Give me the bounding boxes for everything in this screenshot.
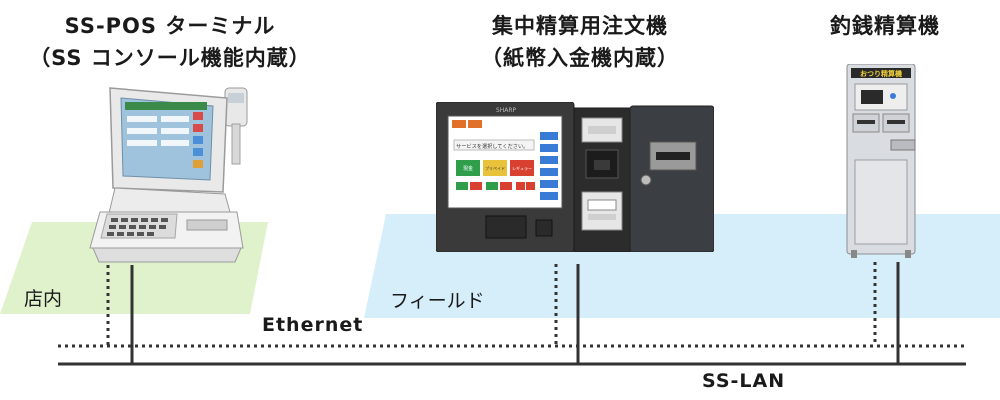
central-title-line2: （紙幣入金機内蔵） (481, 46, 679, 70)
field-zone-label: フィールド (390, 290, 485, 312)
pos-title-line1: SS-POS ターミナル (64, 14, 276, 38)
screen-btn-a: 現金 (463, 165, 473, 172)
brand-label: SHARP (496, 107, 517, 114)
ethernet-label: Ethernet (262, 314, 364, 336)
central-order-machine: SHARP サービスを選択してください。 現金 プリペイド レギュラー (436, 102, 714, 252)
change-machine: おつり精算機 (846, 64, 916, 258)
central-title: 集中精算用注文機 （紙幣入金機内蔵） (440, 10, 720, 74)
pos-terminal (89, 87, 248, 263)
screen-btn-c: レギュラー (512, 165, 532, 171)
pos-title: SS-POS ターミナル （SS コンソール機能内蔵） (20, 10, 320, 74)
store-zone-label: 店内 (24, 288, 63, 310)
pos-title-line2: （SS コンソール機能内蔵） (29, 46, 311, 70)
changer-title: 釣銭精算機 (830, 14, 940, 38)
screen-instruction: サービスを選択してください。 (456, 142, 528, 150)
central-title-line1: 集中精算用注文機 (492, 14, 668, 38)
screen-btn-b: プリペイド (485, 165, 505, 171)
ss-lan-label: SS-LAN (702, 370, 786, 392)
changer-sign: おつり精算機 (860, 69, 902, 78)
